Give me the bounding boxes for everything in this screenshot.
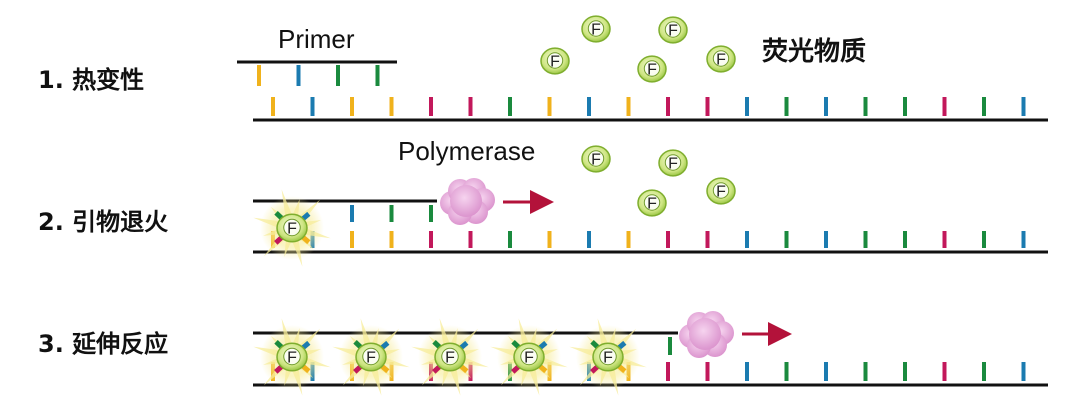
step-1-label: 1. 热变性	[38, 66, 145, 94]
bead-letter: F	[591, 22, 601, 39]
fluor-bead: F	[581, 145, 611, 173]
glow-wedge	[432, 364, 442, 374]
glow-wedge	[617, 364, 627, 374]
bead-letter: F	[366, 350, 376, 367]
bead-core	[664, 21, 682, 38]
bead-core	[441, 347, 459, 366]
bead-letter: F	[524, 350, 534, 367]
bead-core	[587, 150, 605, 167]
bead-letter: F	[287, 350, 297, 367]
glow-wedge	[380, 364, 390, 374]
cloud-lobe	[689, 318, 721, 350]
fluor-bead: F	[355, 342, 387, 372]
bead-core	[587, 20, 605, 37]
bead-core	[520, 347, 538, 366]
glow-wedge	[511, 364, 521, 374]
bead-letter: F	[550, 54, 560, 71]
glow-wedge	[274, 211, 284, 221]
glow-wedge	[353, 364, 363, 374]
polymerase-label: Polymerase	[398, 136, 535, 166]
bead-letter: F	[716, 184, 726, 201]
bead-letter: F	[668, 23, 678, 40]
glow-wedge	[301, 235, 311, 245]
bead-core	[664, 154, 682, 171]
glow-wedge	[274, 364, 284, 374]
glow-wedge	[459, 340, 469, 350]
bead-core	[643, 60, 661, 77]
fluor-bead: F	[581, 15, 611, 43]
fluor-bead: F	[637, 189, 667, 217]
glow-wedge	[538, 340, 548, 350]
fluor-bead: F	[434, 342, 466, 372]
bead-letter: F	[287, 221, 297, 238]
bead-letter: F	[445, 350, 455, 367]
fluor-bead: F	[276, 213, 308, 243]
glow-wedge	[301, 211, 311, 221]
glow-wedge	[511, 340, 521, 350]
bead-core	[283, 347, 301, 366]
glow-wedge	[380, 340, 390, 350]
glow-wedge	[274, 340, 284, 350]
fluor-bead: F	[276, 342, 308, 372]
glow-wedge	[301, 364, 311, 374]
fluor-bead: F	[706, 177, 736, 205]
bead-core	[283, 218, 301, 237]
cloud-lobe	[450, 185, 482, 217]
fluor-bead: F	[540, 47, 570, 75]
glow-wedge	[617, 340, 627, 350]
glow-wedge	[590, 340, 600, 350]
fluor-bead: F	[592, 342, 624, 372]
primer-label: Primer	[278, 24, 355, 54]
glow-wedge	[353, 340, 363, 350]
glow-wedge	[301, 340, 311, 350]
bead-core	[546, 52, 564, 69]
bead-core	[599, 347, 617, 366]
bead-core	[643, 194, 661, 211]
bead-letter: F	[647, 62, 657, 79]
bead-letter: F	[603, 350, 613, 367]
fluor-bead: F	[658, 149, 688, 177]
glow-wedge	[538, 364, 548, 374]
step-3-label: 3. 延伸反应	[38, 330, 169, 358]
bead-letter: F	[647, 196, 657, 213]
bead-core	[712, 50, 730, 67]
step-2-label: 2. 引物退火	[38, 208, 169, 236]
bead-letter: F	[591, 152, 601, 169]
polymerase-cloud	[440, 178, 495, 225]
polymerase-cloud	[679, 311, 734, 358]
glow-wedge	[432, 340, 442, 350]
bead-letter: F	[716, 52, 726, 69]
fluor-bead: F	[658, 16, 688, 44]
glow-wedge	[459, 364, 469, 374]
fluor-bead: F	[513, 342, 545, 372]
fluor-bead: F	[637, 55, 667, 83]
glow-wedge	[590, 364, 600, 374]
bead-letter: F	[668, 156, 678, 173]
bead-core	[712, 182, 730, 199]
fluor-bead: F	[706, 45, 736, 73]
bead-core	[362, 347, 380, 366]
fluorescent-label: 荧光物质	[762, 36, 866, 66]
glow-wedge	[274, 235, 284, 245]
